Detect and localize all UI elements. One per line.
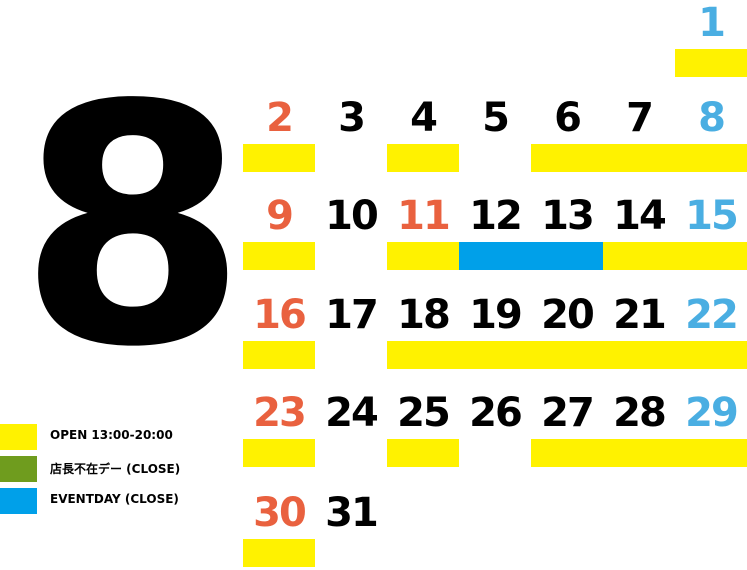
- day-19: 19: [469, 292, 523, 338]
- status-bar-14: [603, 242, 675, 270]
- day-7: 7: [626, 95, 654, 141]
- month-number: 8: [18, 35, 248, 419]
- status-bar-29: [675, 439, 747, 467]
- day-14: 14: [613, 193, 667, 239]
- legend-swatch-absent: [0, 456, 37, 482]
- day-10: 10: [325, 193, 379, 239]
- status-bar-4: [387, 144, 459, 172]
- day-21: 21: [613, 292, 667, 338]
- day-6: 6: [554, 95, 582, 141]
- day-4: 4: [410, 95, 438, 141]
- status-bar-15: [675, 242, 747, 270]
- day-24: 24: [325, 390, 379, 436]
- day-26: 26: [469, 390, 523, 436]
- status-bar-27: [531, 439, 603, 467]
- day-8: 8: [698, 95, 726, 141]
- legend-swatch-event: [0, 488, 37, 514]
- day-3: 3: [338, 95, 366, 141]
- status-bar-6: [531, 144, 603, 172]
- status-bar-21: [603, 341, 675, 369]
- day-11: 11: [397, 193, 451, 239]
- legend-label-absent: 店長不在デー (CLOSE): [50, 462, 181, 476]
- status-bar-2: [243, 144, 315, 172]
- day-15: 15: [685, 193, 739, 239]
- day-23: 23: [253, 390, 307, 436]
- day-25: 25: [397, 390, 451, 436]
- day-30: 30: [253, 490, 307, 536]
- day-20: 20: [541, 292, 595, 338]
- status-bar-7: [603, 144, 675, 172]
- day-12: 12: [469, 193, 523, 239]
- status-bar-28: [603, 439, 675, 467]
- status-bar-18: [387, 341, 459, 369]
- day-27: 27: [541, 390, 595, 436]
- day-9: 9: [266, 193, 294, 239]
- status-bar-25: [387, 439, 459, 467]
- day-16: 16: [253, 292, 307, 338]
- status-bar-19: [459, 341, 531, 369]
- day-2: 2: [266, 95, 294, 141]
- status-bar-22: [675, 341, 747, 369]
- day-13: 13: [541, 193, 595, 239]
- status-bar-12: [459, 242, 531, 270]
- legend-label-event: EVENTDAY (CLOSE): [50, 492, 179, 506]
- legend-label-open: OPEN 13:00-20:00: [50, 428, 173, 442]
- status-bar-16: [243, 341, 315, 369]
- status-bar-9: [243, 242, 315, 270]
- day-18: 18: [397, 292, 451, 338]
- status-bar-23: [243, 439, 315, 467]
- status-bar-11: [387, 242, 459, 270]
- status-bar-8: [675, 144, 747, 172]
- day-29: 29: [685, 390, 739, 436]
- legend-swatch-open: [0, 424, 37, 450]
- day-1: 1: [698, 0, 726, 46]
- day-22: 22: [685, 292, 739, 338]
- status-bar-13: [531, 242, 603, 270]
- day-31: 31: [325, 490, 379, 536]
- status-bar-20: [531, 341, 603, 369]
- status-bar-1: [675, 49, 747, 77]
- legend: OPEN 13:00-20:00 店長不在デー (CLOSE) EVENTDAY…: [0, 424, 230, 524]
- day-17: 17: [325, 292, 379, 338]
- status-bar-30: [243, 539, 315, 567]
- day-28: 28: [613, 390, 667, 436]
- day-5: 5: [482, 95, 510, 141]
